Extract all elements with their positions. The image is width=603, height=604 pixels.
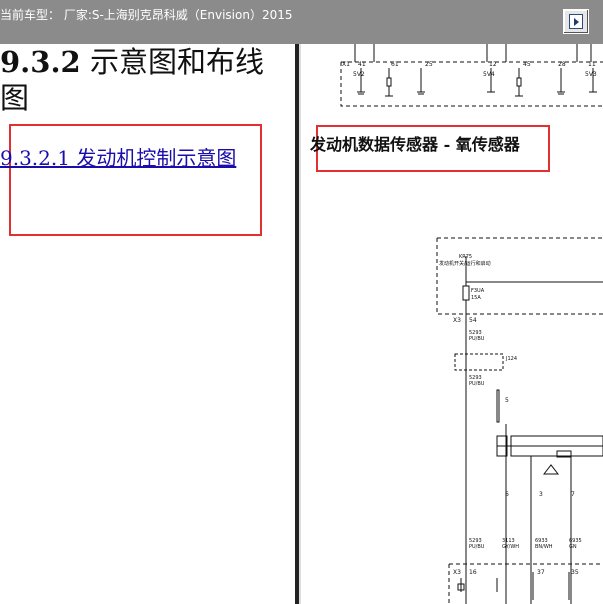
rail-5v3: 5V3 — [585, 71, 597, 78]
pin-16: 16 — [469, 569, 477, 576]
splice-j124: J124 — [505, 356, 517, 362]
pin-11: 11 — [588, 61, 596, 68]
wire-pubu-2: PU/BU — [469, 381, 485, 387]
pin-3: 3 — [539, 491, 543, 498]
pin-35: 35 — [571, 569, 579, 576]
rail-5v4: 5V4 — [483, 71, 495, 78]
wire-5293-2: 5293 — [469, 375, 482, 381]
title-bar: 当前车型： 厂家:S-上海别克昂科威（Envision）2015 — [0, 0, 603, 44]
rail-5v2: 5V2 — [353, 71, 365, 78]
wiring-diagram: X1 41 61 25 12 45 28 11 5V2 5V4 5V3 — [340, 44, 603, 604]
pin-7: 7 — [571, 491, 575, 498]
wire-6935: 6935 — [569, 538, 582, 544]
pin-5: 5 — [505, 397, 509, 404]
pin-37: 37 — [537, 569, 545, 576]
wire-gn: GN — [569, 544, 577, 550]
arrow-right-icon — [569, 14, 583, 29]
pin-54: 54 — [469, 317, 477, 324]
switch-label: 发动机开关/运行和启动 — [439, 260, 491, 267]
wire-gywh: GY/WH — [502, 544, 519, 550]
wire-pubu: PU/BU — [469, 336, 485, 342]
fuse-id: F3UA — [471, 288, 485, 294]
wire-5293: 5293 — [469, 330, 482, 336]
pin-25: 25 — [425, 61, 433, 68]
x1-connector-label: X1 — [342, 61, 350, 68]
pane-splitter[interactable] — [295, 44, 301, 604]
x3-label-bottom: X3 — [453, 569, 461, 576]
section-number: 9.3.2 — [0, 45, 81, 79]
pin-45: 45 — [523, 61, 531, 68]
link-engine-control-schematic[interactable]: 9.3.2.1 发动机控制示意图 — [0, 146, 237, 170]
diagram-pane: X1 41 61 25 12 45 28 11 5V2 5V4 5V3 — [301, 44, 603, 604]
pin-61: 61 — [391, 61, 399, 68]
wire-6933: 6933 — [535, 538, 548, 544]
pin-12: 12 — [489, 61, 497, 68]
toc-pane: 9.3.2 示意图和布线图 9.3.2.1 发动机控制示意图 — [0, 44, 295, 604]
x3-label: X3 — [453, 317, 461, 324]
highlight-box-2 — [316, 125, 550, 172]
exit-button[interactable] — [563, 9, 589, 34]
wire-bnwh: BN/WH — [535, 544, 553, 550]
fuse-rating: 15A — [471, 295, 481, 301]
wire-5293-bottom: 5293 — [469, 538, 482, 544]
highlight-box — [9, 124, 262, 236]
diagram-title: 发动机数据传感器 - 氧传感器 — [310, 135, 520, 154]
ignition-id: KR75 — [459, 254, 472, 260]
pin-41: 41 — [358, 61, 366, 68]
pin-28: 28 — [558, 61, 566, 68]
section-heading: 9.3.2 示意图和布线图 — [0, 44, 290, 116]
wire-3113: 3113 — [502, 538, 515, 544]
wire-pubu-bottom: PU/BU — [469, 544, 485, 550]
section-title: 示意图和布线图 — [0, 45, 264, 115]
vehicle-model-title: 当前车型： 厂家:S-上海别克昂科威（Envision）2015 — [0, 8, 293, 22]
pin-6: 6 — [505, 491, 509, 498]
